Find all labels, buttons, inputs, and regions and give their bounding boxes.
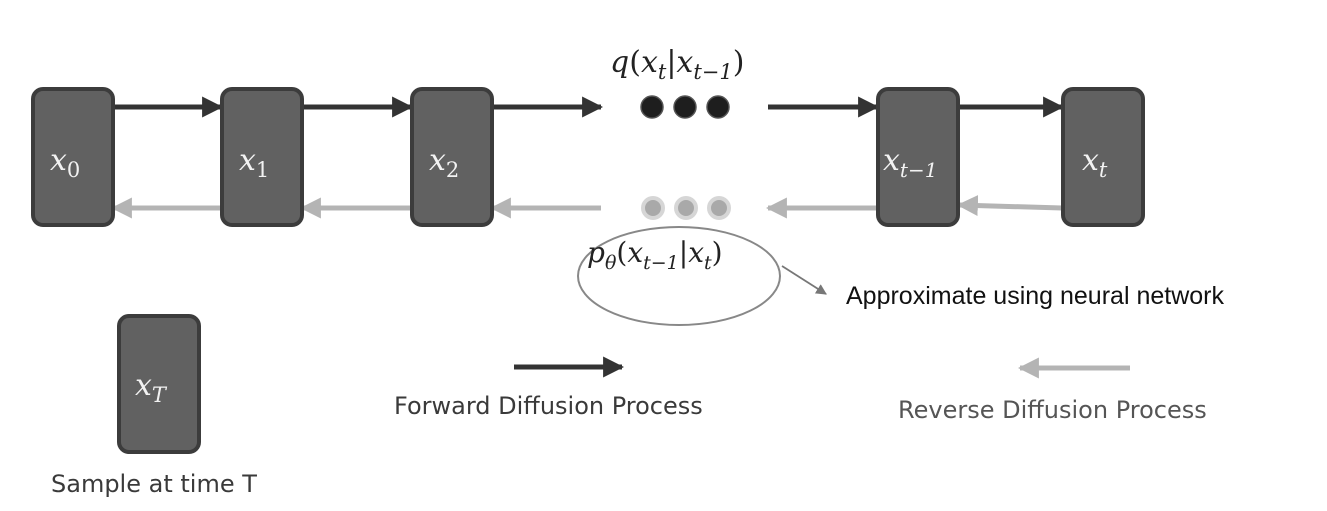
node-xT-sample: xT [117, 314, 201, 454]
node-x2: x2 [410, 87, 494, 227]
sample-caption: Sample at time T [51, 470, 257, 498]
annotation-pointer [781, 265, 827, 295]
annotation-label: Approximate using neural network [846, 282, 1224, 310]
svg-text:xt: xt [1082, 143, 1108, 182]
dot [641, 196, 665, 220]
forward-ellipsis [640, 95, 730, 119]
svg-text:xt−1: xt−1 [883, 143, 937, 182]
forward-formula: q(xt|xt−1) [610, 45, 744, 84]
dot [673, 95, 697, 119]
svg-text:x2: x2 [429, 143, 459, 182]
node-x1: x1 [220, 87, 304, 227]
node-x0: x0 [31, 87, 115, 227]
svg-text:xT: xT [135, 368, 168, 407]
node-xt-1: xt−1 [876, 87, 960, 227]
reverse-ellipsis [641, 196, 731, 220]
reverse-formula-ellipse [577, 226, 781, 326]
node-xt: xt [1061, 87, 1145, 227]
legend-reverse-label: Reverse Diffusion Process [898, 396, 1207, 424]
dot [706, 95, 730, 119]
svg-text:x0: x0 [50, 143, 80, 182]
reverse-arrow-xt-xt-1 [956, 195, 1063, 217]
dot [707, 196, 731, 220]
legend-forward-label: Forward Diffusion Process [394, 392, 703, 420]
reverse-arrows [110, 195, 1063, 219]
dot [674, 196, 698, 220]
dot [640, 95, 664, 119]
reverse-formula: pθ(xt−1|xt) [587, 236, 723, 274]
svg-text:x1: x1 [239, 143, 269, 182]
